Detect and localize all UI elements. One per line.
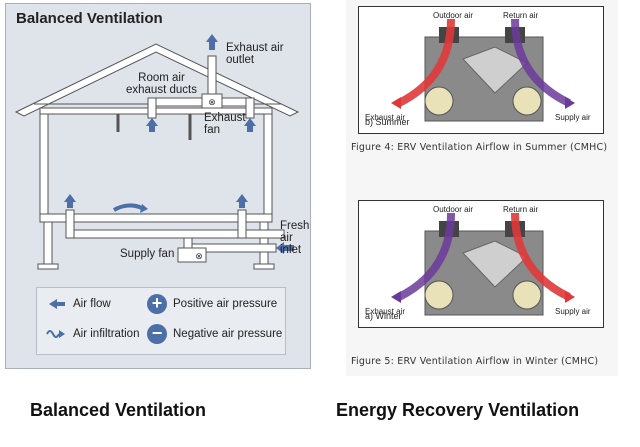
- figure-4-caption: Figure 4: ERV Ventilation Airflow in Sum…: [351, 142, 608, 153]
- exhaust-air-label: Exhaust air: [365, 113, 406, 122]
- legend-positive-label: Positive air pressure: [173, 298, 278, 310]
- outdoor-air-label: Outdoor air: [433, 11, 474, 20]
- house-illustration: ⊗ ⊗: [14, 34, 300, 270]
- svg-text:⊗: ⊗: [208, 97, 216, 107]
- legend: Air flow Air infiltration + Positive air…: [36, 287, 286, 355]
- fresh-air-inlet-label: Fresh air inlet: [280, 220, 310, 256]
- legend-air-flow-label: Air flow: [73, 298, 111, 310]
- return-air-label: Return air: [503, 11, 539, 20]
- minus-circle-icon: −: [147, 324, 167, 344]
- legend-air-infiltration: Air infiltration: [45, 326, 139, 342]
- supply-air-label: Supply air: [555, 113, 591, 122]
- svg-text:⊗: ⊗: [195, 251, 203, 261]
- plus-circle-icon: +: [147, 294, 167, 314]
- supply-air-label: Supply air: [555, 307, 591, 316]
- legend-air-infiltration-label: Air infiltration: [73, 328, 140, 340]
- footer-right-title: Energy Recovery Ventilation: [336, 400, 580, 420]
- erv-winter-figure: Outdoor air Return air Exhaust air Suppl…: [358, 200, 604, 328]
- legend-positive-pressure: + Positive air pressure: [147, 294, 277, 314]
- legend-negative-label: Negative air pressure: [173, 328, 283, 340]
- left-panel-title: Balanced Ventilation: [16, 10, 163, 27]
- legend-air-flow: Air flow: [45, 296, 111, 312]
- supply-fan-label: Supply fan: [120, 248, 175, 260]
- exhaust-outlet-label: Exhaust air outlet: [226, 42, 284, 66]
- room-air-ducts-label: Room air exhaust ducts: [126, 72, 197, 96]
- erv-winter-illustration: [391, 212, 575, 316]
- figure-5-caption: Figure 5: ERV Ventilation Airflow in Win…: [351, 356, 599, 367]
- erv-summer-figure: Outdoor air Return air Exhaust air Suppl…: [358, 6, 604, 134]
- wavy-arrow-icon: [45, 326, 67, 342]
- outdoor-air-label: Outdoor air: [433, 205, 474, 214]
- exhaust-fan-label: Exhaust fan: [204, 112, 246, 136]
- mode-label: a) Winter: [365, 311, 402, 321]
- return-air-label: Return air: [503, 205, 539, 214]
- balanced-ventilation-diagram: ⊗ ⊗ Balanced Ventilation Exhaust air out…: [5, 3, 311, 369]
- exhaust-air-label: Exhaust air: [365, 307, 406, 316]
- arrow-left-icon: [45, 296, 67, 312]
- erv-summer-illustration: [391, 18, 575, 122]
- mode-label: b) Summer: [365, 117, 410, 127]
- footer-left-title: Balanced Ventilation: [30, 400, 207, 420]
- legend-negative-pressure: − Negative air pressure: [147, 324, 282, 344]
